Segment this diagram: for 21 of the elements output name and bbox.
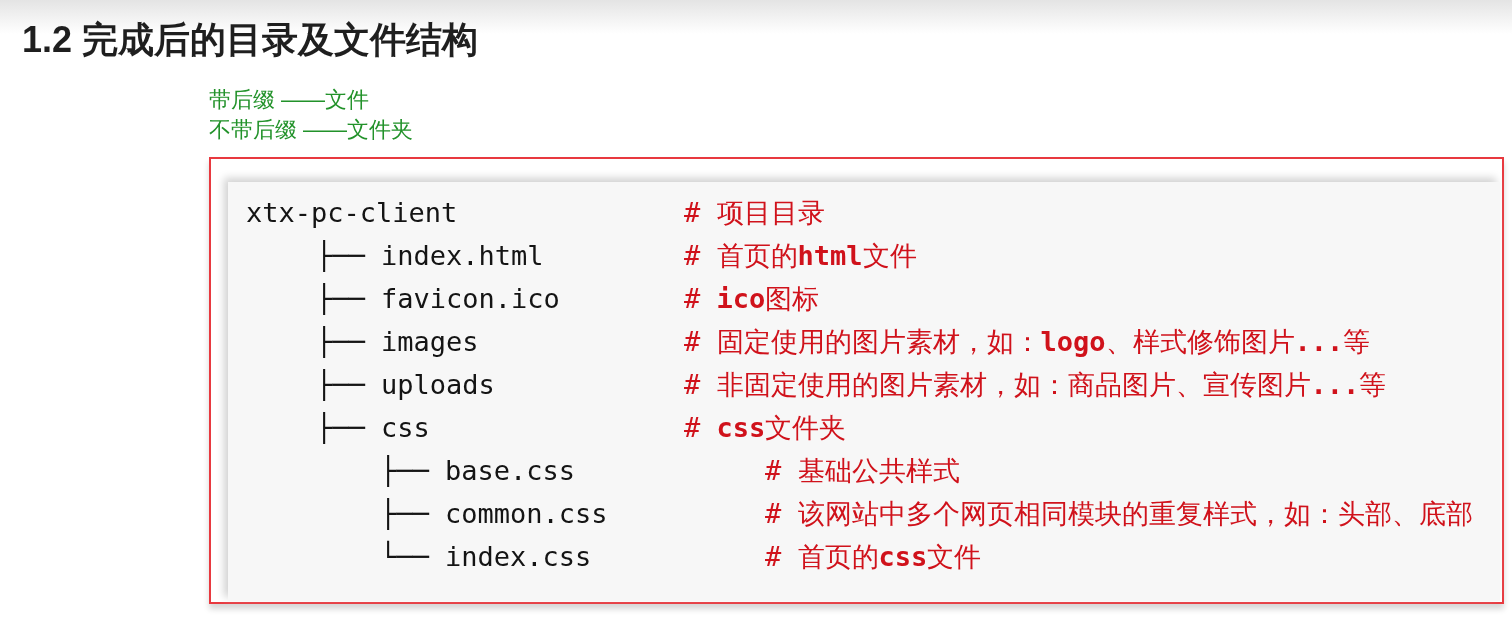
- tree-entry: ├── css: [316, 413, 430, 443]
- code-comment: # 首页的css文件: [765, 542, 982, 572]
- note: 带后缀 ——文件: [209, 87, 370, 113]
- code-comment: # 固定使用的图片素材，如：logo、样式修饰图片...等: [684, 327, 1371, 357]
- code-comment: # 该网站中多个网页相同模块的重复样式，如：头部、底部: [765, 499, 1473, 529]
- code-comment: # 基础公共样式: [765, 456, 960, 486]
- tree-entry: ├── images: [316, 327, 479, 357]
- heading: 1.2 完成后的目录及文件结构: [22, 20, 479, 60]
- code-comment: # 首页的html文件: [684, 241, 917, 271]
- tree-entry: ├── uploads: [316, 370, 495, 400]
- tree-entry: └── index.css: [380, 542, 592, 572]
- tree-entry: xtx-pc-client: [246, 198, 458, 228]
- tree-entry: ├── index.html: [316, 241, 544, 271]
- tree-entry: ├── base.css: [380, 456, 576, 486]
- code-comment: # ico图标: [684, 284, 820, 314]
- code-comment: # 项目目录: [684, 198, 825, 228]
- code-comment: # 非固定使用的图片素材，如：商品图片、宣传图片...等: [684, 370, 1387, 400]
- note: 不带后缀 ——文件夹: [209, 117, 414, 143]
- tree-entry: ├── common.css: [380, 499, 608, 529]
- tree-entry: ├── favicon.ico: [316, 284, 560, 314]
- code-comment: # css文件夹: [684, 413, 847, 443]
